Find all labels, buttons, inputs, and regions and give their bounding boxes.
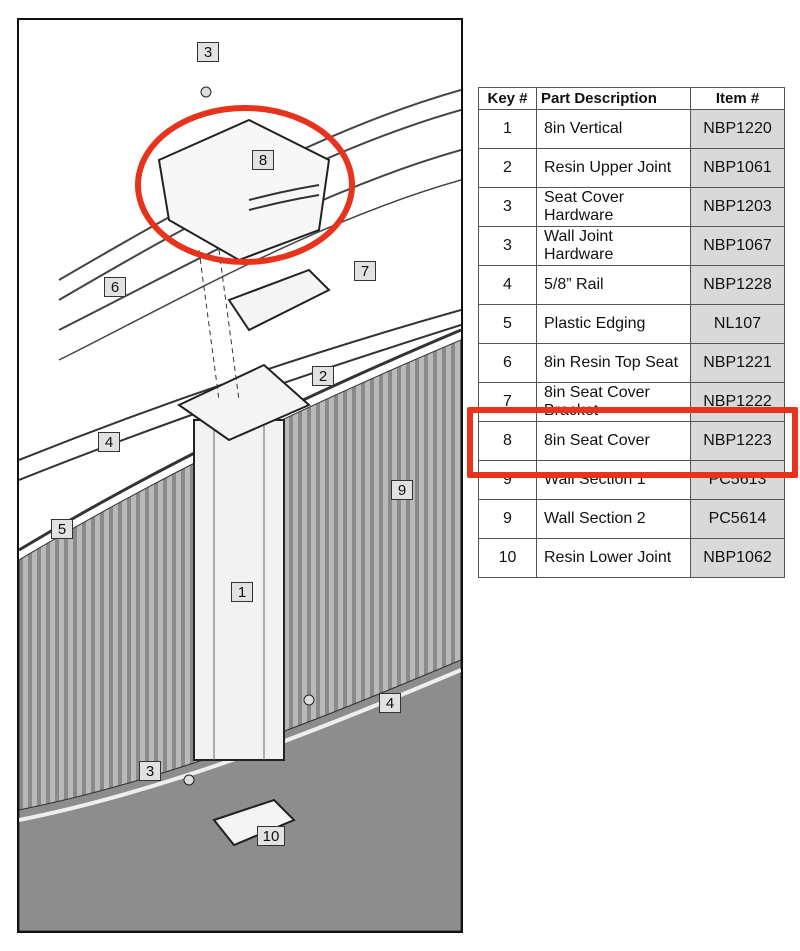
cell-key: 4 [478,265,537,305]
callout-3-top: 3 [197,42,219,62]
callout-10: 10 [257,826,285,846]
callout-2: 2 [312,366,334,386]
cell-description: 8in Vertical [536,109,691,149]
header-description: Part Description [536,87,691,110]
cell-item: NBP1222 [690,382,785,422]
callout-4-right: 4 [379,693,401,713]
cell-key: 7 [478,382,537,422]
cell-item: NL107 [690,304,785,344]
cell-key: 8 [478,421,537,461]
cell-item: PC5614 [690,499,785,539]
cell-key: 3 [478,226,537,266]
callout-5: 5 [51,519,73,539]
callout-7: 7 [354,261,376,281]
header-item: Item # [690,87,785,110]
cell-item: NBP1220 [690,109,785,149]
screw-bottom [183,774,195,786]
callout-4-left: 4 [98,432,120,452]
cell-item: NBP1203 [690,187,785,227]
row-8-highlight-box [467,407,798,478]
cell-item: NBP1062 [690,538,785,578]
cell-description: Seat Cover Hardware [536,187,691,227]
seat-cover-highlight-circle [135,105,355,265]
cell-description: 8in Resin Top Seat [536,343,691,383]
cell-key: 2 [478,148,537,188]
cell-description: Wall Section 2 [536,499,691,539]
cell-item: NBP1067 [690,226,785,266]
cell-key: 3 [478,187,537,227]
cell-item: NBP1228 [690,265,785,305]
table-header-row: Key # Part Description Item # [478,87,785,110]
cell-description: Resin Lower Joint [536,538,691,578]
cell-key: 1 [478,109,537,149]
cell-key: 9 [478,499,537,539]
cell-description: Wall Joint Hardware [536,226,691,266]
cell-item: NBP1061 [690,148,785,188]
header-key: Key # [478,87,537,110]
cell-description: Resin Upper Joint [536,148,691,188]
cell-key: 10 [478,538,537,578]
cell-item: NBP1221 [690,343,785,383]
cell-description: 5/8” Rail [536,265,691,305]
screw-right [303,694,315,706]
callout-3-bottom: 3 [139,761,161,781]
callout-6: 6 [104,277,126,297]
lower-joint [212,798,296,847]
seat-cover-bracket [227,268,331,332]
cell-item: NBP1223 [690,421,785,461]
screw-top [200,86,212,98]
callout-9: 9 [391,480,413,500]
cell-key: 6 [478,343,537,383]
cell-description: Plastic Edging [536,304,691,344]
cell-key: 5 [478,304,537,344]
callout-1: 1 [231,582,253,602]
